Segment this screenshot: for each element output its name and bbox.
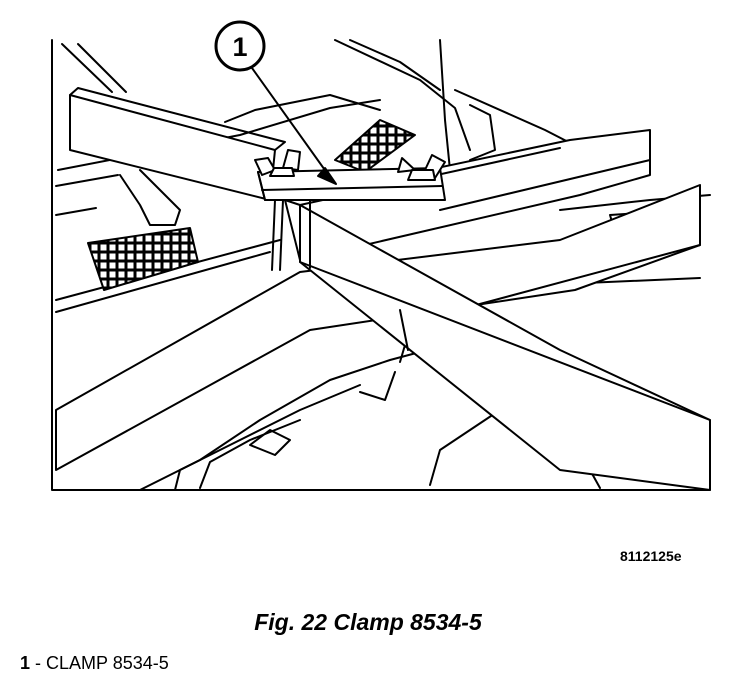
figure-reference-code: 8112125e (620, 548, 682, 564)
callout-number: 1 (232, 32, 247, 62)
legend-item-text: - CLAMP 8534-5 (35, 653, 169, 673)
clamp-illustration: 1 (51, 20, 711, 491)
clamp-8534-5 (254, 149, 446, 351)
figure-caption: Fig. 22 Clamp 8534-5 (0, 609, 736, 636)
legend-item-number: 1 (20, 653, 31, 673)
mesh-panels (87, 119, 416, 291)
callout-1 (214, 20, 337, 185)
figure-caption-text: Fig. 22 Clamp 8534-5 (254, 609, 482, 635)
vehicle-floor (51, 39, 711, 491)
legend: 1 - CLAMP 8534-5 (20, 653, 169, 674)
